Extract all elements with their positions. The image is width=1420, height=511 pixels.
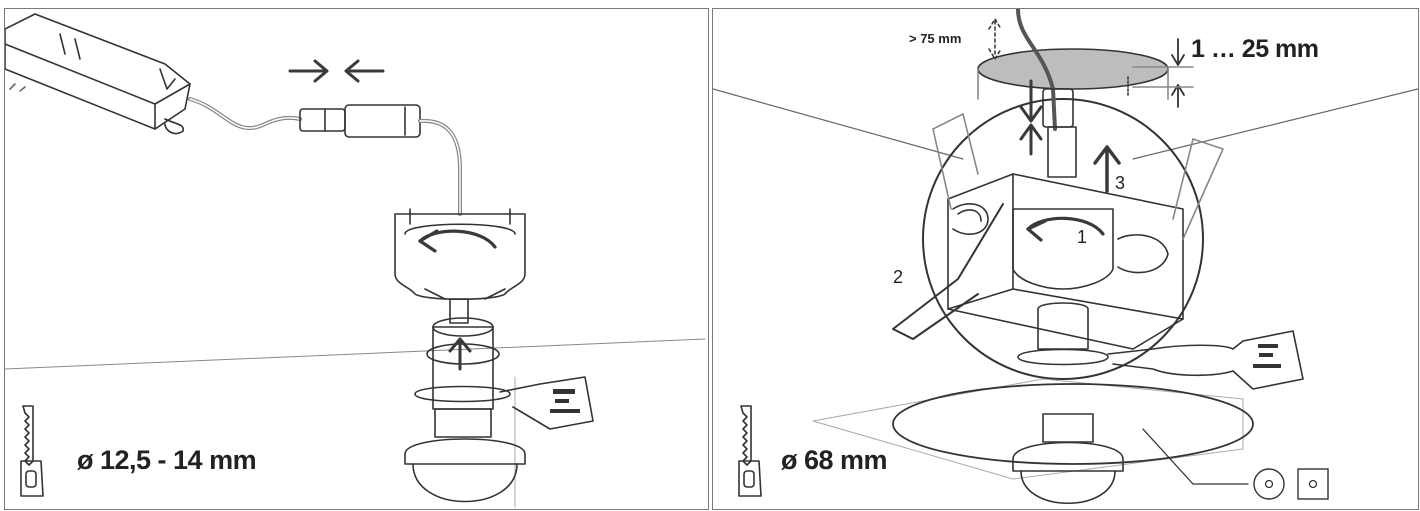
- square-cover-icon: [1297, 468, 1329, 500]
- cable-connector: [299, 104, 421, 138]
- saw-icon: [738, 405, 762, 497]
- hole-diameter-label: ø 68 mm: [781, 445, 888, 475]
- clearance-label: > 75 mm: [909, 31, 962, 46]
- sensor-base: [394, 208, 526, 324]
- mounting-sleeve: [426, 317, 500, 410]
- sensor-head: [404, 408, 526, 503]
- ceiling-thickness-label: 1 … 25 mm: [1191, 35, 1319, 63]
- push-arrows: [288, 59, 385, 83]
- step-1-label: 1: [1077, 227, 1088, 247]
- step-3-label: 3: [1115, 173, 1126, 193]
- power-supply-unit: [5, 13, 191, 135]
- left-illustration: [5, 13, 706, 508]
- left-panel: ø 12,5 - 14 mm: [4, 8, 709, 510]
- right-panel: ø 68 mm > 75 mm 1 … 25 mm 1 2 3: [712, 8, 1419, 510]
- hole-diameter-label: ø 12,5 - 14 mm: [77, 445, 257, 475]
- mounting-bracket: [947, 173, 1184, 350]
- saw-icon: [20, 405, 44, 497]
- right-illustration: [713, 9, 1418, 505]
- round-cover-icon: [1253, 468, 1285, 500]
- step-2-label: 2: [893, 267, 904, 287]
